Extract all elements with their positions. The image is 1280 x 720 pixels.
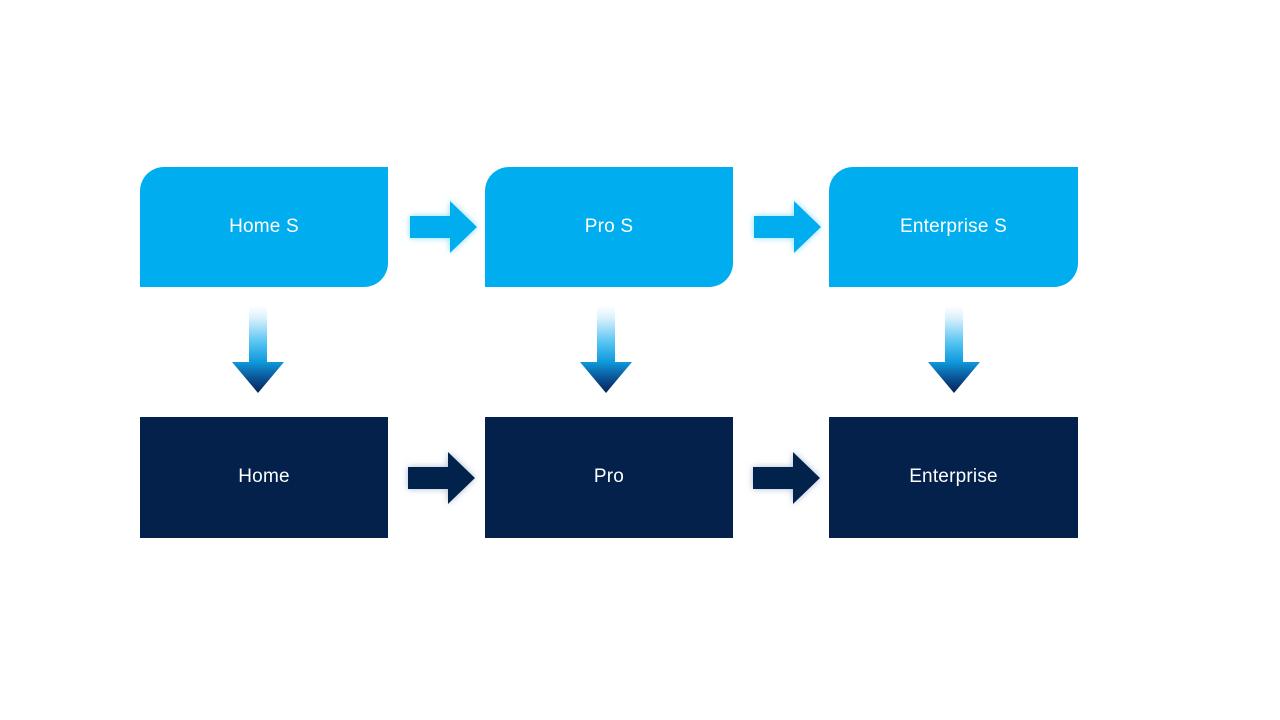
top-arrow-1 bbox=[406, 196, 480, 258]
arrow-down-icon bbox=[232, 306, 284, 393]
node-home-label: Home bbox=[238, 466, 290, 487]
node-pro-label: Pro bbox=[593, 466, 625, 487]
down-arrow-2 bbox=[578, 305, 634, 395]
node-enterprise-label: Enterprise bbox=[909, 466, 998, 487]
bottom-arrow-1 bbox=[404, 447, 478, 509]
down-arrow-3 bbox=[926, 305, 982, 395]
bottom-arrow-2 bbox=[749, 447, 823, 509]
arrow-right-icon bbox=[408, 452, 475, 504]
arrow-down-icon bbox=[580, 306, 632, 393]
node-enterprise-s-label: Enterprise S bbox=[900, 215, 1007, 237]
node-home-s[interactable]: Home S bbox=[140, 167, 388, 287]
node-pro-s-label: Pro S bbox=[584, 215, 634, 237]
down-arrow-1 bbox=[230, 305, 286, 395]
arrow-right-icon bbox=[754, 201, 821, 253]
node-enterprise[interactable]: Enterprise bbox=[829, 417, 1078, 538]
top-arrow-2 bbox=[750, 196, 824, 258]
node-pro[interactable]: Pro bbox=[485, 417, 733, 538]
node-enterprise-s[interactable]: Enterprise S bbox=[829, 167, 1078, 287]
arrow-right-icon bbox=[753, 452, 820, 504]
arrow-right-icon bbox=[410, 201, 477, 253]
node-home-s-label: Home S bbox=[229, 215, 299, 237]
arrow-down-icon bbox=[928, 306, 980, 393]
node-home[interactable]: Home bbox=[140, 417, 388, 538]
node-pro-s[interactable]: Pro S bbox=[485, 167, 733, 287]
